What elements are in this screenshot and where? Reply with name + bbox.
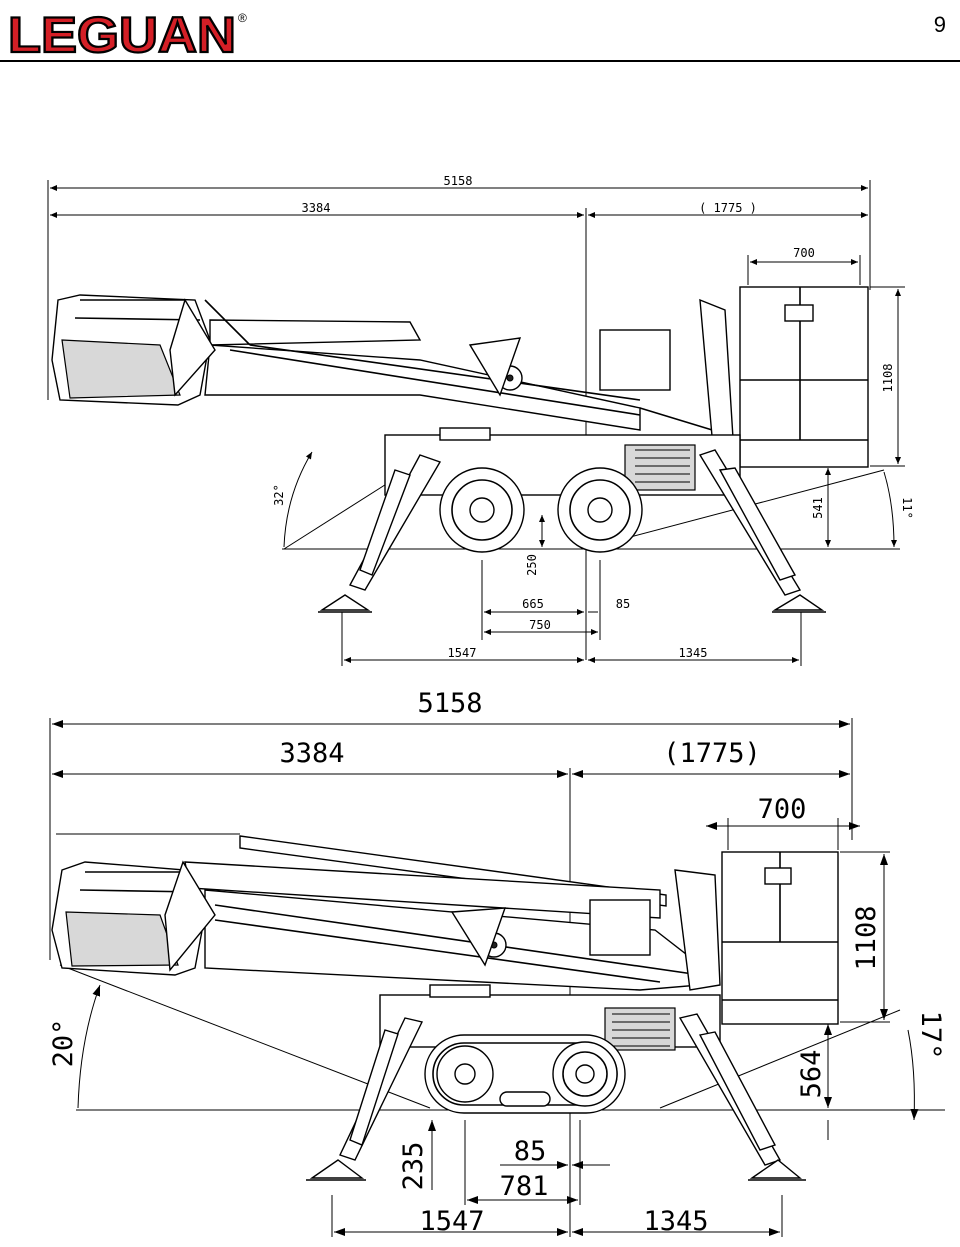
page-number: 9 <box>933 12 946 37</box>
top-dim-wheelbase: 750 <box>529 618 551 632</box>
bottom-dim-angle-right: 17° <box>915 1011 946 1060</box>
bottom-drawing-tracked <box>49 718 945 1237</box>
top-dim-axle-b: 85 <box>616 597 630 611</box>
top-dim-outrigger-front: 1345 <box>679 646 708 660</box>
top-dim-overall: 5158 <box>444 174 473 188</box>
top-dim-axle-a: 665 <box>522 597 544 611</box>
top-dim-angle-right: 11° <box>900 497 914 519</box>
page-header: LEGUAN ® 9 <box>0 0 960 64</box>
bottom-dim-overall: 5158 <box>417 688 482 719</box>
bottom-dim-front: (1775) <box>663 738 761 769</box>
logo-registered-mark: ® <box>238 11 247 25</box>
bottom-dim-angle-left: 20° <box>48 1019 79 1068</box>
top-dim-angle-left: 32° <box>272 484 286 506</box>
leguan-logo: LEGUAN ® <box>7 6 247 58</box>
top-dim-outrigger-rear: 1547 <box>448 646 477 660</box>
bottom-dim-outrigger-front: 1345 <box>643 1206 708 1237</box>
top-dim-basket-height: 1108 <box>881 364 895 393</box>
bottom-dim-track-b: 781 <box>500 1171 549 1202</box>
bottom-dim-basket-height: 1108 <box>851 905 882 970</box>
logo-text: LEGUAN <box>8 7 236 58</box>
bottom-dim-clearance: 235 <box>398 1142 429 1191</box>
bottom-dim-rear: 3384 <box>279 738 344 769</box>
top-dim-basket-floor: 541 <box>811 497 825 519</box>
bottom-dim-outrigger-rear: 1547 <box>419 1206 484 1237</box>
header-rule <box>0 60 960 62</box>
bottom-dim-track-a: 85 <box>514 1136 547 1167</box>
bottom-dim-basket-floor: 564 <box>796 1050 827 1099</box>
top-dim-clearance: 250 <box>525 554 539 576</box>
top-dim-front: ( 1775 ) <box>699 201 757 215</box>
top-drawing-wheeled <box>47 180 905 666</box>
bottom-dim-basket-width: 700 <box>758 794 807 825</box>
top-dim-rear: 3384 <box>302 201 331 215</box>
top-dim-basket-width: 700 <box>793 246 815 260</box>
